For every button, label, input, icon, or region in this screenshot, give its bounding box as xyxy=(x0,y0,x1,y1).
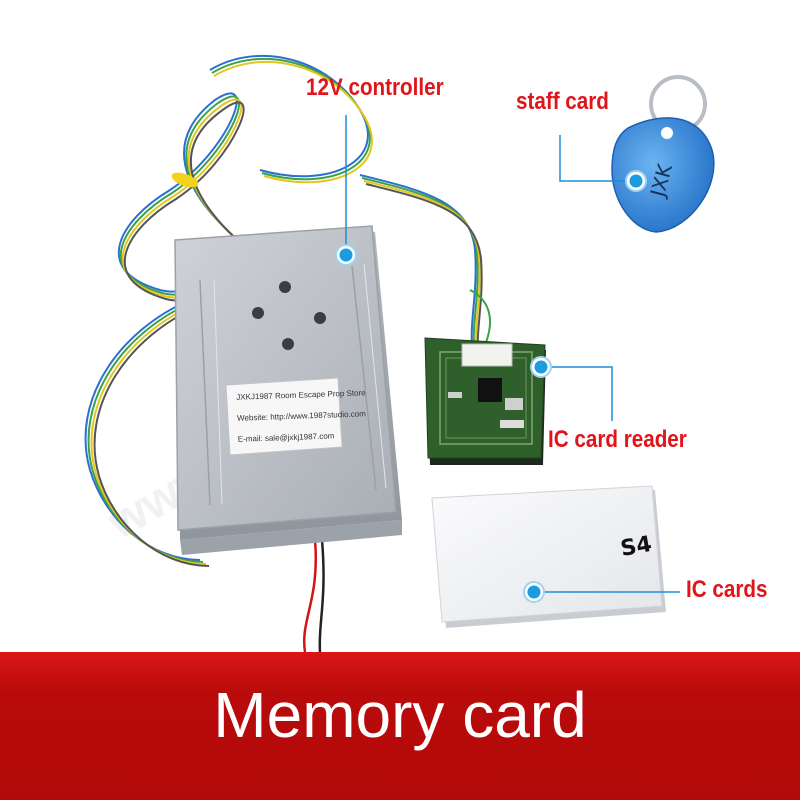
callout-ic-cards: IC cards xyxy=(686,576,768,603)
banner-title: Memory card xyxy=(213,679,587,751)
power-leads xyxy=(302,539,325,653)
device-label-line3: E-mail: sale@jxkj1987.com xyxy=(237,431,335,444)
ic-card xyxy=(431,485,666,628)
callout-ic-card-reader: IC card reader xyxy=(548,426,687,453)
device-label: JXKJ1987 Room Escape Prop Store Website:… xyxy=(231,384,366,456)
callout-12v-controller: 12V controller xyxy=(306,74,444,101)
leader-lines xyxy=(345,115,680,593)
callout-dots xyxy=(335,170,647,603)
callout-staff-card: staff card xyxy=(516,88,609,115)
keyfob xyxy=(611,75,715,233)
card-handwriting: S4 xyxy=(619,532,654,562)
title-banner xyxy=(0,652,800,800)
card-reader-pcb xyxy=(424,337,546,465)
controller-enclosure xyxy=(174,225,402,555)
